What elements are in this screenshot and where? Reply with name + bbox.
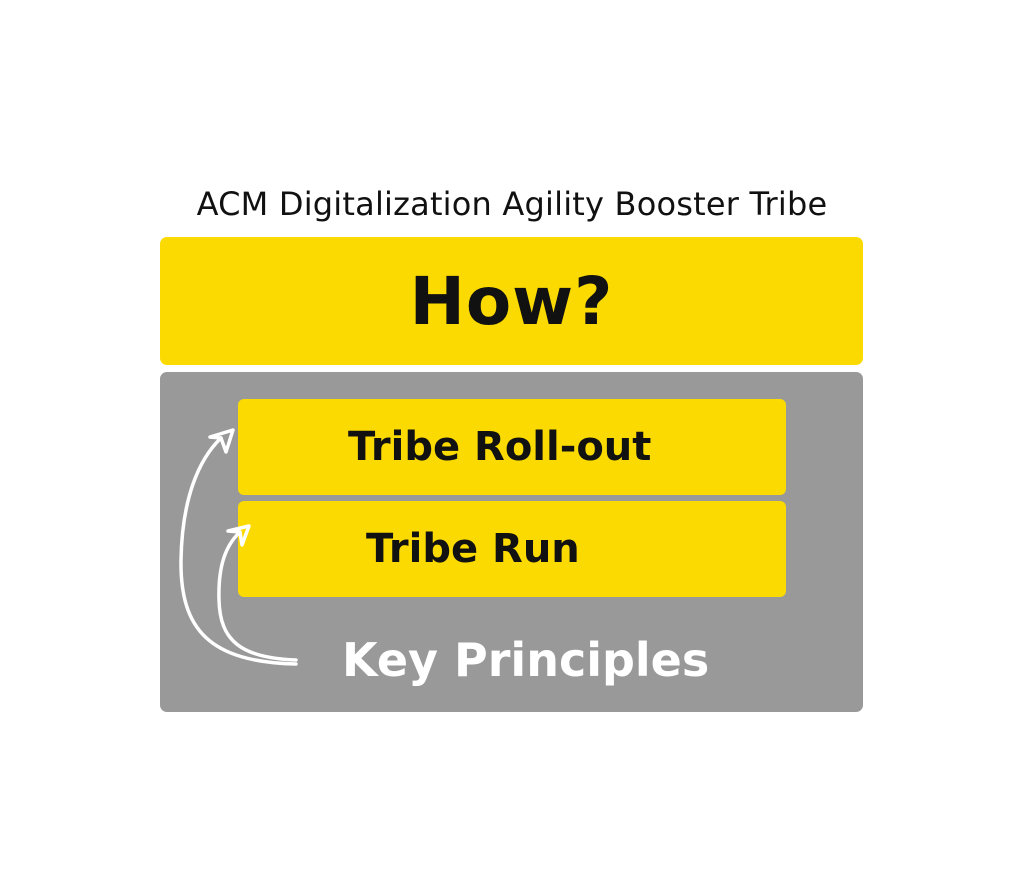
how-header-box: How? <box>160 237 863 365</box>
key-principles-label: Key Principles <box>342 633 710 687</box>
tribe-run-box: Tribe Run <box>238 501 786 597</box>
tribe-run-label: Tribe Run <box>366 526 580 572</box>
diagram-subtitle: ACM Digitalization Agility Booster Tribe <box>196 185 828 223</box>
tribe-rollout-label: Tribe Roll-out <box>348 424 652 470</box>
tribe-rollout-box: Tribe Roll-out <box>238 399 786 495</box>
how-header-title: How? <box>409 262 614 340</box>
